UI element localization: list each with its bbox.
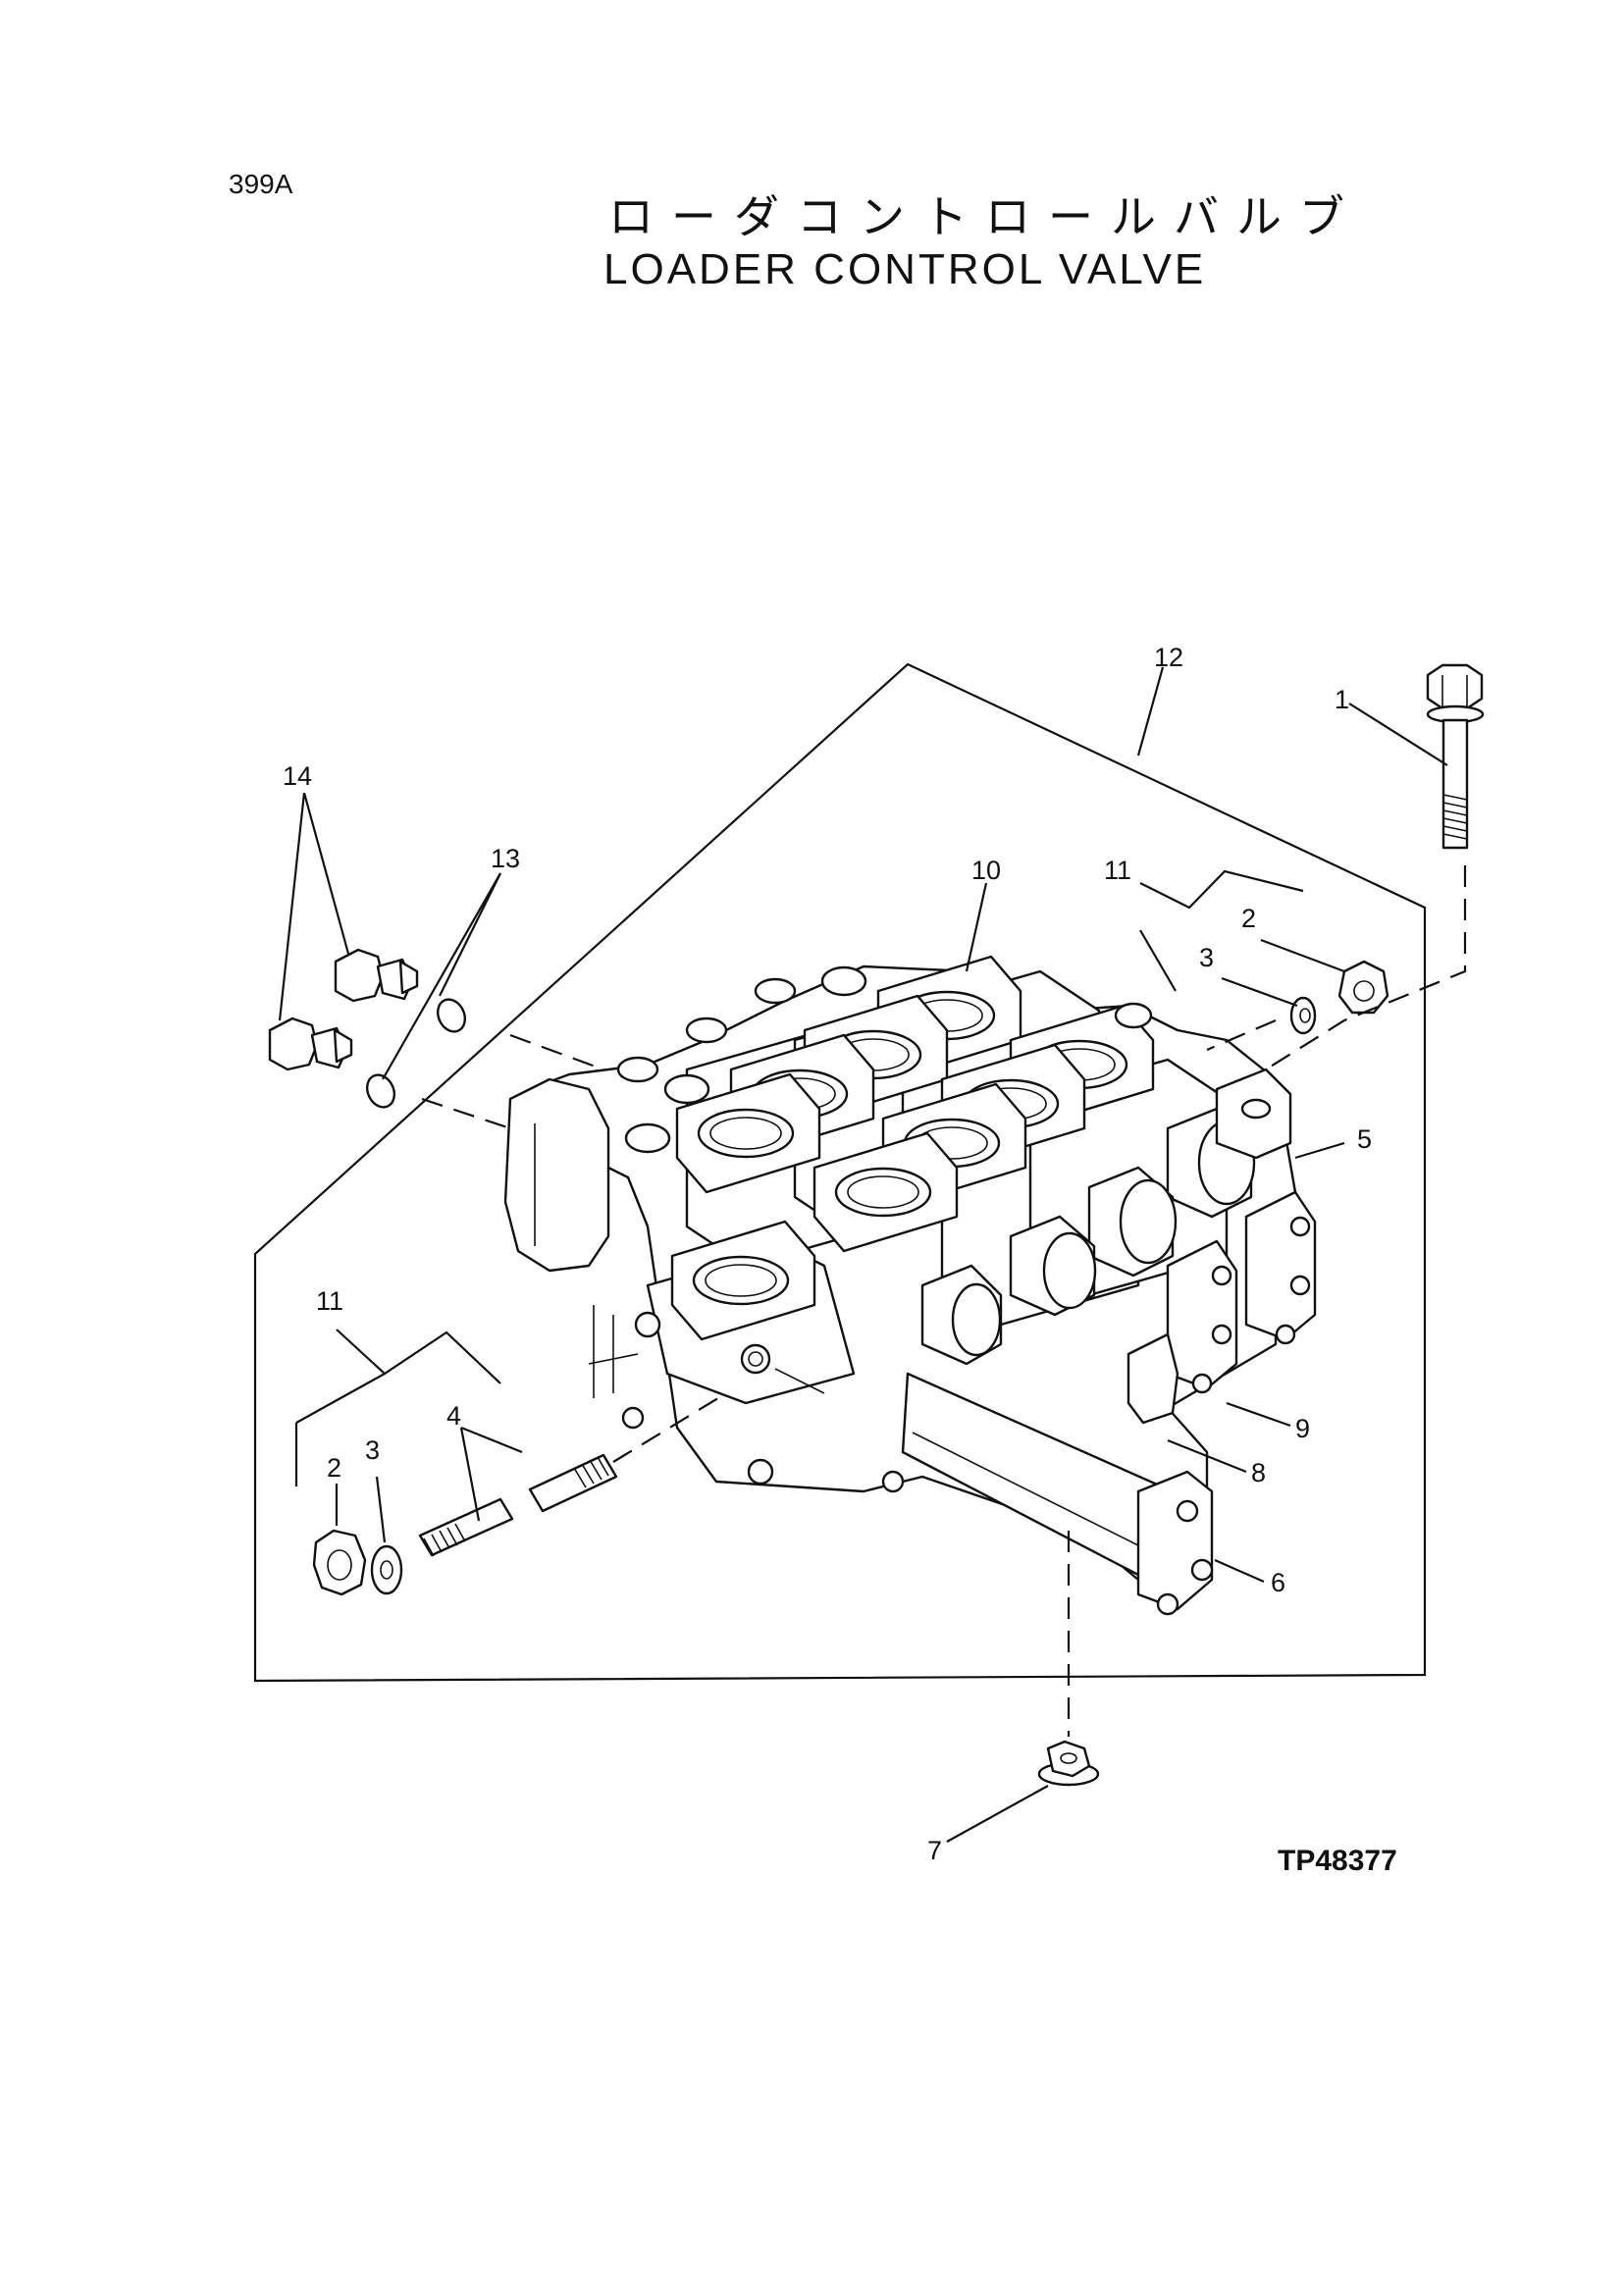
page-code: 399A: [229, 169, 293, 199]
callout-numbers: 12 1 10 11 2 3 5 9 8 6 7 14 13 11 4 2 3: [283, 643, 1372, 1865]
callout-11-right: 11: [1104, 856, 1131, 885]
callout-5: 5: [1357, 1124, 1372, 1154]
callout-2-right: 2: [1241, 904, 1256, 933]
drawing-id: TP48377: [1278, 1845, 1397, 1877]
assembly-boundary: [253, 662, 1427, 1683]
stud-bolts: [418, 1453, 618, 1557]
nut-washer-right: [1289, 960, 1389, 1035]
callout-2-left: 2: [327, 1453, 341, 1483]
callout-3-right: 3: [1199, 943, 1214, 972]
alignment-lines: [421, 865, 1467, 1737]
nut-washer-left: [312, 1529, 403, 1596]
callout-4: 4: [446, 1401, 461, 1431]
leader-lines: [278, 666, 1448, 1843]
fittings: [268, 948, 419, 1071]
callout-12: 12: [1154, 643, 1183, 672]
callout-14: 14: [283, 761, 312, 791]
flange-nut: [1037, 1740, 1100, 1787]
callout-10: 10: [971, 856, 1001, 885]
callout-6: 6: [1271, 1568, 1285, 1597]
o-rings: [366, 998, 466, 1109]
valve-body: [503, 955, 1317, 1616]
bolt-part: [1426, 663, 1485, 850]
callout-1: 1: [1335, 685, 1349, 714]
callout-11-left: 11: [316, 1286, 343, 1316]
callout-7: 7: [927, 1836, 942, 1865]
title-japanese: ローダコントロールバルブ: [608, 190, 1362, 243]
callout-8: 8: [1251, 1458, 1266, 1487]
title-english: LOADER CONTROL VALVE: [603, 245, 1207, 293]
callout-13: 13: [491, 844, 520, 873]
callout-3-left: 3: [365, 1435, 380, 1465]
callout-9: 9: [1295, 1414, 1310, 1443]
